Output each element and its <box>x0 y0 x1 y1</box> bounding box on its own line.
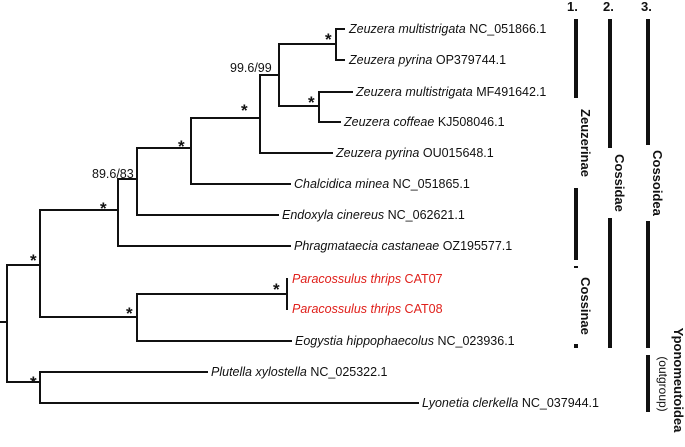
tree-branches <box>0 28 419 404</box>
tip-species: Paracossulus thrips <box>292 272 401 286</box>
tip-label: Zeuzera coffeae KJ508046.1 <box>343 115 505 129</box>
tip-species: Lyonetia clerkella <box>422 396 518 410</box>
tip-accession: OU015648.1 <box>419 146 493 160</box>
support-values: 99.6/99 89.6/83 * * * * * * * * * <box>30 30 332 392</box>
tip-label: Eogystia hippophaecolus NC_023936.1 <box>295 334 515 348</box>
label-zeuzerinae: Zeuzerinae <box>578 109 593 177</box>
tip-label: Chalcidica minea NC_051865.1 <box>294 177 470 191</box>
tip-label: Paracossulus thrips CAT08 <box>292 302 443 316</box>
star-cossinae: * <box>126 304 133 323</box>
label-cossidae: Cossidae <box>612 154 627 212</box>
tip-species: Paracossulus thrips <box>292 302 401 316</box>
column-3-header: 3. <box>641 0 652 14</box>
tip-accession: NC_037944.1 <box>518 396 599 410</box>
tip-label: Plutella xylostella NC_025322.1 <box>211 365 388 379</box>
tip-accession: NC_051866.1 <box>466 22 547 36</box>
star-outgroup: * <box>30 373 37 392</box>
tip-species: Zeuzera multistrigata <box>355 85 473 99</box>
tip-species: Zeuzera multistrigata <box>348 22 466 36</box>
star-clade-a: * <box>325 30 332 49</box>
tip-label: Zeuzera pyrina OU015648.1 <box>335 146 494 160</box>
label-outgroup: (outgroup) <box>656 356 670 411</box>
tip-accession: NC_051865.1 <box>389 177 470 191</box>
star-chalcidica: * <box>178 137 185 156</box>
tip-species: Chalcidica minea <box>294 177 389 191</box>
tip-species: Zeuzera pyrina <box>335 146 419 160</box>
tip-accession: NC_062621.1 <box>384 208 465 222</box>
tip-species: Eogystia hippophaecolus <box>295 334 434 348</box>
group-labels: Zeuzerinae Cossinae Cossidae Cossoidea Y… <box>566 98 685 433</box>
tip-label: Phragmataecia castaneae OZ195577.1 <box>294 239 512 253</box>
tip-labels: Zeuzera multistrigata NC_051866.1Zeuzera… <box>211 22 599 410</box>
tip-label: Zeuzera multistrigata NC_051866.1 <box>348 22 546 36</box>
tip-species: Zeuzera coffeae <box>343 115 434 129</box>
label-yponomeutoidea: Yponomeutoidea <box>671 328 685 434</box>
column-2-header: 2. <box>603 0 614 14</box>
label-cossoidea: Cossoidea <box>650 150 665 217</box>
tip-label: Endoxyla cinereus NC_062621.1 <box>282 208 465 222</box>
tip-accession: CAT07 <box>401 272 442 286</box>
support-zeuzerinae-core: 89.6/83 <box>92 167 134 181</box>
tip-accession: OZ195577.1 <box>439 239 512 253</box>
tip-accession: KJ508046.1 <box>434 115 504 129</box>
star-paracossulus: * <box>273 280 280 299</box>
star-clade-b: * <box>308 93 315 112</box>
tip-accession: MF491642.1 <box>473 85 547 99</box>
tip-label: Zeuzera pyrina OP379744.1 <box>348 53 506 67</box>
bar-yponomeutoidea <box>646 355 650 412</box>
tip-accession: NC_023936.1 <box>434 334 515 348</box>
tip-label: Paracossulus thrips CAT07 <box>292 272 443 286</box>
tip-accession: NC_025322.1 <box>307 365 388 379</box>
tip-label: Zeuzera multistrigata MF491642.1 <box>355 85 546 99</box>
star-zeuzera-upper: * <box>241 101 248 120</box>
support-zeuzera-clade: 99.6/99 <box>230 61 272 75</box>
column-headers: 1. 2. 3. <box>567 0 652 14</box>
star-ingroup: * <box>30 251 37 270</box>
tip-accession: CAT08 <box>401 302 442 316</box>
tip-label: Lyonetia clerkella NC_037944.1 <box>422 396 599 410</box>
column-1-header: 1. <box>567 0 578 14</box>
tip-species: Zeuzera pyrina <box>348 53 432 67</box>
tip-species: Plutella xylostella <box>211 365 307 379</box>
star-zeuzerinae: * <box>100 199 107 218</box>
tip-species: Phragmataecia castaneae <box>294 239 439 253</box>
tip-accession: OP379744.1 <box>432 53 506 67</box>
tip-species: Endoxyla cinereus <box>282 208 384 222</box>
label-cossinae: Cossinae <box>578 277 593 335</box>
